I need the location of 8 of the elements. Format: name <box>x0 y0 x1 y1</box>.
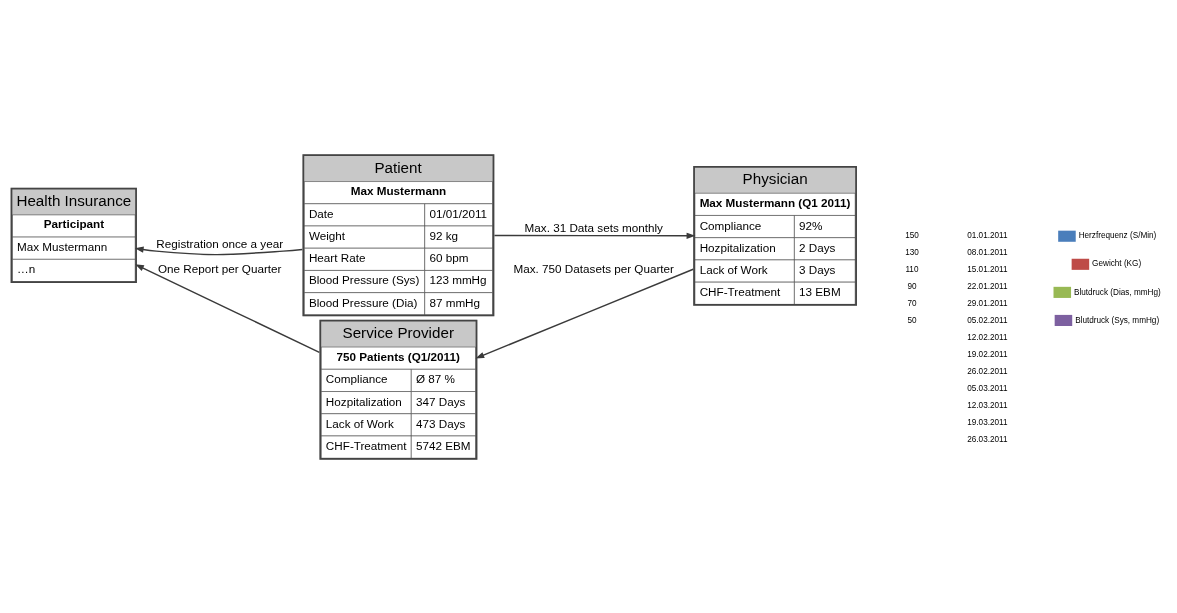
edge-label: One Report per Quarter <box>158 261 282 275</box>
arrow <box>493 232 696 239</box>
arrow <box>134 246 304 255</box>
edge-label: Max. 31 Data sets monthly <box>524 220 663 234</box>
arrow <box>135 263 321 353</box>
edge-label: Max. 750 Datasets per Quarter <box>513 261 674 275</box>
edge-label: Registration once a year <box>156 236 284 250</box>
arrow <box>475 268 694 358</box>
